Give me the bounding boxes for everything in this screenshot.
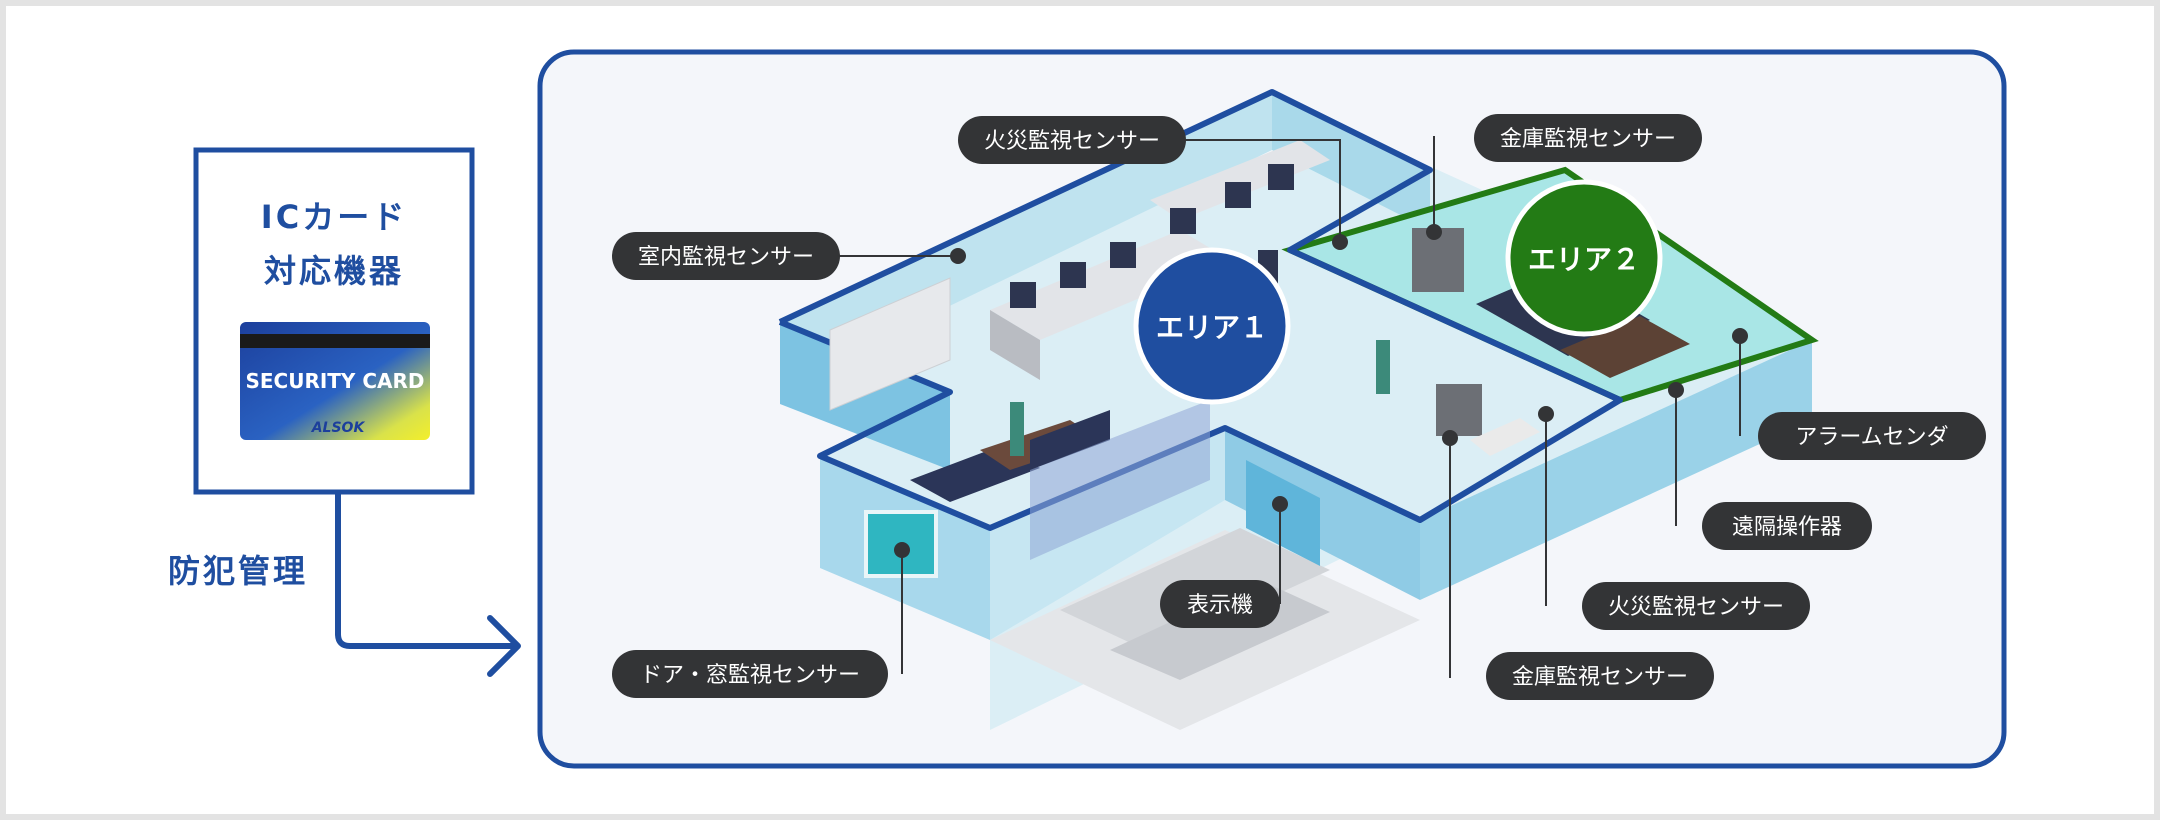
svg-text:ドア・窓監視センサー: ドア・窓監視センサー [640,663,860,688]
sensor-label-door-window: ドア・窓監視センサー [612,650,888,698]
svg-text:金庫監視センサー: 金庫監視センサー [1512,665,1688,690]
sensor-label-fire-top: 火災監視センサー [958,116,1186,164]
card-brand: ALSOK [311,420,366,436]
card-text: SECURITY CARD [245,369,424,393]
area1-badge: エリア１ [1133,247,1291,405]
leader-dots [894,224,1748,558]
security-card-image: SECURITY CARD ALSOK [240,322,430,440]
sensor-label-indoor: 室内監視センサー [612,232,840,280]
sensor-label-safe-bottom: 金庫監視センサー [1486,652,1714,700]
sensor-label-display: 表示機 [1160,580,1280,628]
svg-text:室内監視センサー: 室内監視センサー [638,245,814,270]
ic-box-title-line2: 対応機器 [264,252,404,290]
sensor-label-alarm: アラームセンダ [1758,412,1986,460]
svg-text:アラームセンダ: アラームセンダ [1795,425,1948,450]
sensor-label-safe-top: 金庫監視センサー [1474,114,1702,162]
sensor-label-fire-bottom: 火災監視センサー [1582,582,1810,630]
svg-text:火災監視センサー: 火災監視センサー [1608,595,1784,620]
area2-label: エリア２ [1528,243,1640,276]
area1-label: エリア１ [1156,311,1268,344]
flow-arrow [335,494,521,677]
ic-box-title-line1: ICカード [261,198,407,236]
leader-lines [838,136,1741,678]
ic-card-device-box: ICカード 対応機器 SECURITY CARD ALSOK [193,147,475,495]
svg-text:金庫監視センサー: 金庫監視センサー [1500,127,1676,152]
area2-badge: エリア２ [1505,179,1663,337]
svg-text:火災監視センサー: 火災監視センサー [984,129,1160,154]
svg-text:遠隔操作器: 遠隔操作器 [1732,515,1842,540]
flow-label: 防犯管理 [168,552,308,590]
svg-text:表示機: 表示機 [1187,593,1253,618]
sensor-label-remote: 遠隔操作器 [1702,502,1872,550]
